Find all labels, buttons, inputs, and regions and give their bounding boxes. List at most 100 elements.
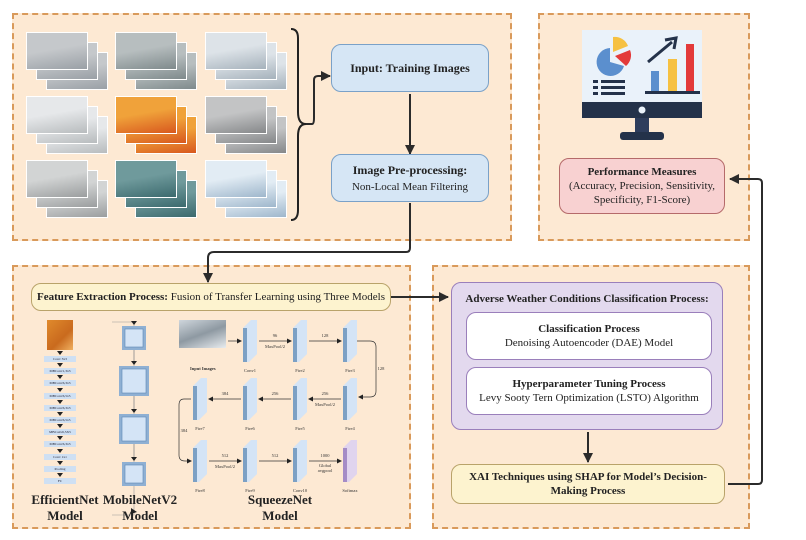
xai-line1: XAI Techniques using SHAP for Model’s De… [469, 471, 707, 483]
performance-metrics-line2: Specificity, F1-Score) [593, 194, 691, 206]
edge-label: 512 [271, 453, 279, 458]
down-arrow-icon [57, 399, 63, 404]
efficientnet-layer: MBConv6,5X5 [44, 429, 76, 436]
squeezenet-label: Fire9 [245, 488, 255, 493]
edge-label: 256 [321, 391, 329, 396]
down-arrow-icon [131, 409, 137, 413]
mobilenet-title: MobileNetV2 Model [100, 492, 180, 524]
edge-label: 96 [272, 333, 278, 338]
edge-label: 1000 [320, 453, 330, 458]
arrow-brace-to-input [306, 71, 331, 125]
classification-process-box: Classification Process Denoising Autoenc… [466, 312, 712, 360]
squeezenet-layer-fire4-edge [343, 386, 347, 420]
squeezenet-label: Softmax [342, 488, 358, 493]
image-layer [205, 32, 267, 70]
efficientnet-layer: MBConv1,3x3 [44, 368, 76, 375]
output-arrow-icon [131, 508, 137, 514]
mobilenet-block-inner [121, 416, 147, 442]
efficientnet-layer: Conv 1x1 [44, 453, 76, 460]
squeezenet-input-label: Input Images [190, 366, 216, 371]
down-arrow-icon [57, 460, 63, 465]
weather-image-orange-haze-police [115, 96, 197, 154]
mobilenet-title-line2: Model [122, 508, 158, 523]
squeezenet-label: Fire5 [295, 426, 305, 431]
weather-image-fog-traffic [205, 96, 287, 154]
efficientnet-title: EfficientNet Model [22, 492, 108, 524]
preprocessing-box: Image Pre-processing: Non-Local Mean Fil… [331, 154, 494, 207]
image-layer [205, 96, 267, 134]
classification-container-title: Adverse Weather Conditions Classificatio… [465, 293, 709, 305]
classification-subtitle: Denoising Autoencoder (DAE) Model [504, 337, 674, 349]
mobilenet-block-inner [121, 368, 147, 394]
performance-measures-box: Performance Measures (Accuracy, Precisio… [559, 158, 730, 219]
edge-label: MaxPool/2 [314, 402, 336, 407]
squeezenet-layer-fire5-edge [293, 386, 297, 420]
down-arrow-icon [131, 457, 137, 461]
weather-image-rain-highway-signs [205, 32, 287, 90]
squeezenet-label: Fire7 [195, 426, 205, 431]
squeezenet-layer-fire6-edge [243, 386, 247, 420]
mobilenet-block-inner [124, 328, 144, 348]
down-arrow-icon [57, 436, 63, 441]
preprocess-title: Image Pre-processing: [352, 163, 468, 177]
image-layer [26, 96, 88, 134]
squeezenet-layer-fire7-edge [193, 386, 197, 420]
image-layer [115, 160, 177, 198]
efficientnet-title-line1: EfficientNet [31, 492, 99, 507]
squeezenet-title-line1: SqueezeNet [247, 492, 313, 507]
efficientnet-input-image [47, 320, 73, 350]
edge-label: Global [318, 463, 332, 468]
squeezenet-layer-fire9-edge [243, 448, 247, 482]
xai-shap-box: XAI Techniques using SHAP for Model’s De… [451, 464, 730, 509]
edge-label: MaxPool/2 [214, 464, 236, 469]
input-training-images-box: Input: Training Images [331, 44, 494, 97]
down-arrow-icon [57, 448, 63, 453]
weather-image-fog-highway [26, 32, 108, 90]
squeezenet-title: SqueezeNet Model [230, 492, 330, 524]
down-arrow-icon [57, 375, 63, 380]
weather-image-snowstorm-road [26, 160, 108, 218]
down-arrow-icon [131, 361, 137, 365]
squeezenet-input-image [179, 320, 226, 348]
image-layer [115, 32, 177, 70]
edge-label: avgpool [317, 468, 333, 473]
edge-label: 384 [180, 428, 188, 433]
squeezenet-layer-conv10-edge [293, 448, 297, 482]
weather-image-snow-pedestrian [26, 96, 108, 154]
classification-title: Classification Process [538, 323, 640, 335]
tuning-subtitle: Levy Sooty Tern Optimization (LSTO) Algo… [479, 392, 699, 404]
edge-label: 128 [377, 366, 385, 371]
efficientnet-layer: Pooling [44, 465, 76, 472]
squeezenet-label: Fire2 [295, 368, 305, 373]
feature-extraction-subtitle: Fusion of Transfer Learning using Three … [167, 291, 385, 303]
down-arrow-icon [57, 473, 63, 477]
squeezenet-layer-conv1-edge [243, 328, 247, 362]
image-layer [205, 160, 267, 198]
efficientnet-layer: Conv 3x3 [44, 356, 76, 362]
input-box-title: Input: Training Images [350, 60, 470, 75]
efficientnet-layer: MBConv6,3x3 [44, 441, 76, 448]
edge-label: 512 [221, 453, 229, 458]
down-arrow-icon [57, 412, 63, 416]
performance-title: Performance Measures [587, 166, 697, 178]
down-arrow-icon [57, 363, 63, 368]
efficientnet-layer: MBConv6,3x3 [44, 404, 76, 411]
image-layer [26, 160, 88, 198]
squeezenet-label: Conv10 [292, 488, 308, 493]
arrow-xai-to-performance [728, 174, 763, 485]
mobilenet-title-line1: MobileNetV2 [102, 492, 178, 507]
efficientnet-layer: MBConv6,3x3 [44, 380, 76, 387]
squeezenet-layer-softmax-edge [343, 448, 347, 482]
squeezenet-layer-fire3-edge [343, 328, 347, 362]
preprocess-subtitle: Non-Local Mean Filtering [351, 181, 469, 193]
image-layer [26, 32, 88, 70]
performance-metrics-line1: (Accuracy, Precision, Sensitivity, [568, 180, 716, 192]
mobilenet-block-inner [124, 464, 144, 484]
squeezenet-label: Fire6 [245, 426, 255, 431]
hyperparameter-tuning-box: Hyperparameter Tuning Process Levy Sooty… [466, 367, 712, 415]
feature-extraction-box: Feature Extraction Process: Fusion of Tr… [31, 283, 396, 316]
edge-label: MaxPool/2 [264, 344, 286, 349]
